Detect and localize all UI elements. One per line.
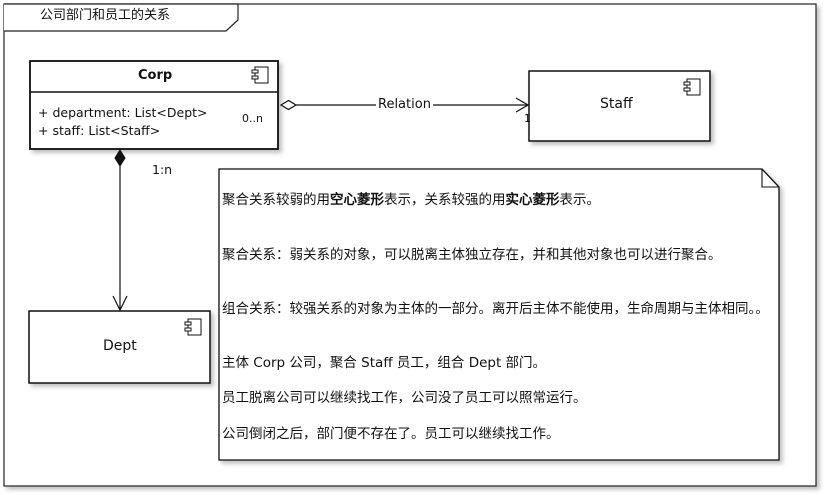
note-paragraph-3: 组合关系：较强关系的对象为主体的一部分。离开后主体不能使用，生命周期与主体相同。… [222,301,769,317]
class-staff-box[interactable] [528,70,711,142]
source-multiplicity: 0..n [242,112,263,125]
class-dept-box[interactable] [28,310,211,384]
relation-label: Relation [376,96,433,114]
class-staff-name: Staff [600,96,633,112]
target-multiplicity: 1 [524,112,531,125]
attr-department: + department: List<Dept> [38,105,208,120]
component-icon [184,318,202,336]
note-paragraph-6: 公司倒闭之后，部门便不存在了。员工可以继续找工作。 [222,426,560,442]
attr-staff: + staff: List<Staff> [38,123,161,138]
note-paragraph-2: 聚合关系：弱关系的对象，可以脱离主体独立存在，并和其他对象也可以进行聚合。 [222,247,722,263]
note-text: 表示。 [559,192,601,208]
note-paragraph-4: 主体 Corp 公司，聚合 Staff 员工，组合 Dept 部门。 [222,355,547,371]
composition-edge[interactable] [112,149,128,312]
class-corp-name: Corp [138,68,173,83]
frame-title-tab [4,3,239,32]
note-box[interactable] [218,168,780,461]
note-paragraph-1: 聚合关系较弱的用空心菱形表示，关系较强的用实心菱形表示。 [222,191,770,209]
note-text: 聚合关系较弱的用 [222,192,330,208]
composition-label: 1:n [152,162,173,177]
class-corp-box[interactable] [29,60,279,150]
note-bold-solid-diamond: 实心菱形 [505,192,560,208]
class-dept-name: Dept [103,338,137,354]
component-icon [251,66,269,84]
note-text: 表示，关系较强的用 [384,192,506,208]
note-bold-hollow-diamond: 空心菱形 [330,192,384,208]
component-icon [683,78,701,96]
note-paragraph-5: 员工脱离公司可以继续找工作，公司没了员工可以照常运行。 [222,390,587,406]
frame-title: 公司部门和员工的关系 [40,8,171,23]
